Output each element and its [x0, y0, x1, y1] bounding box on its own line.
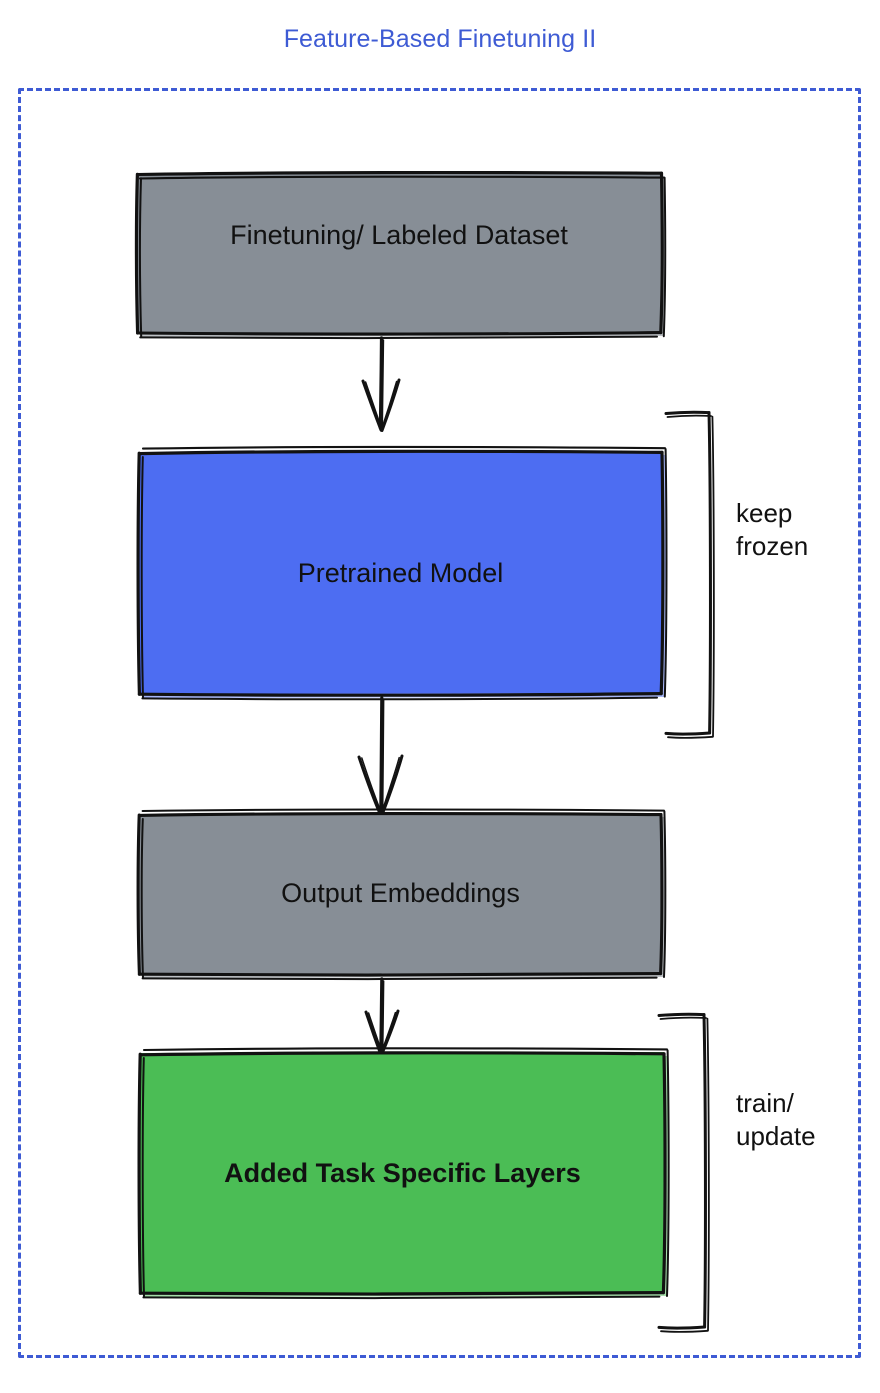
- edge-model-to-embeddings-arrow: [357, 696, 404, 818]
- bracket-train-update: [657, 1012, 710, 1333]
- node-output-embeddings[interactable]: [136, 808, 667, 981]
- page-title: Feature-Based Finetuning II: [283, 25, 597, 53]
- edge-dataset-to-model-arrow: [361, 336, 401, 432]
- bracket-keep-frozen: [664, 410, 715, 739]
- node-dataset[interactable]: [134, 170, 667, 340]
- edge-embeddings-to-layers-arrow: [364, 977, 400, 1057]
- annotation-keep-frozen: keep frozen: [736, 498, 809, 561]
- node-pretrained-model[interactable]: [136, 445, 668, 701]
- annotation-train-update: train/ update: [736, 1088, 816, 1151]
- node-task-layers[interactable]: [137, 1047, 670, 1300]
